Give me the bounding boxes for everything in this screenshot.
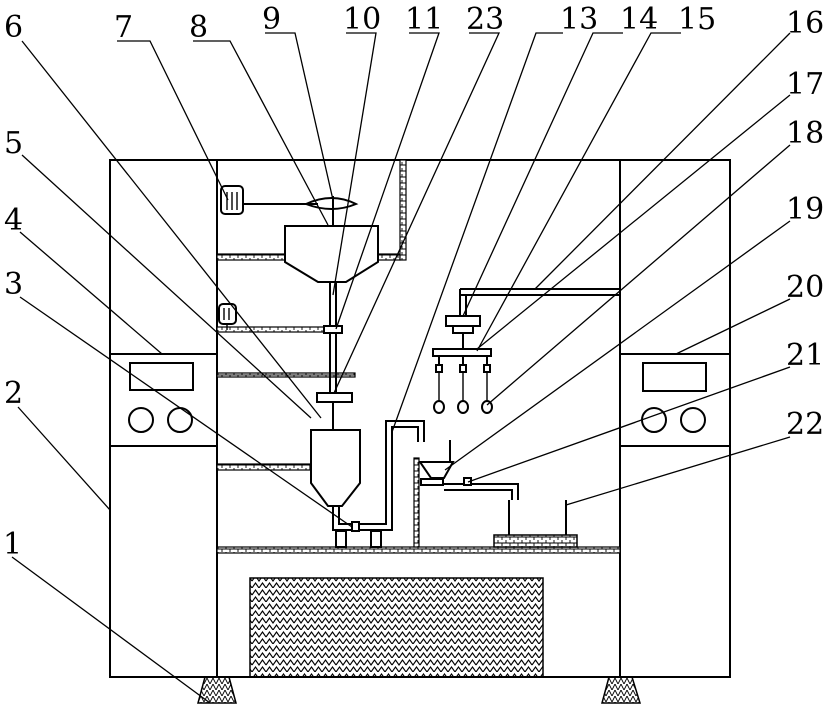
left-control-panel bbox=[129, 363, 193, 432]
label-13: 13 bbox=[560, 2, 598, 37]
valve-flange bbox=[317, 393, 352, 402]
spray-nozzles bbox=[434, 356, 492, 413]
upper-hopper bbox=[285, 226, 378, 282]
support-column bbox=[414, 458, 419, 547]
secondary-funnel bbox=[420, 462, 453, 478]
label-7: 7 bbox=[114, 10, 133, 45]
label-4: 4 bbox=[4, 203, 23, 238]
label-15: 15 bbox=[678, 2, 716, 37]
storage-block bbox=[250, 578, 543, 677]
label-6: 6 bbox=[4, 10, 23, 45]
label-1: 1 bbox=[3, 527, 22, 562]
label-5: 5 bbox=[4, 126, 23, 161]
top-motor bbox=[221, 186, 318, 214]
label-9: 9 bbox=[262, 2, 281, 37]
label-18: 18 bbox=[786, 116, 824, 151]
collection-tray bbox=[494, 500, 577, 547]
label-8: 8 bbox=[189, 10, 208, 45]
label-23: 23 bbox=[466, 2, 504, 37]
overhead-rig bbox=[433, 289, 620, 356]
label-22: 22 bbox=[786, 407, 824, 442]
support-feet bbox=[198, 677, 640, 703]
label-16: 16 bbox=[786, 6, 824, 41]
label-19: 19 bbox=[786, 192, 824, 227]
mixing-tank bbox=[311, 430, 360, 506]
label-11: 11 bbox=[405, 2, 443, 37]
label-10: 10 bbox=[343, 2, 381, 37]
label-3: 3 bbox=[4, 267, 23, 302]
label-17: 17 bbox=[786, 67, 824, 102]
right-control-panel bbox=[642, 363, 706, 432]
label-21: 21 bbox=[786, 338, 824, 373]
label-2: 2 bbox=[4, 376, 23, 411]
label-20: 20 bbox=[786, 270, 824, 305]
label-14: 14 bbox=[620, 2, 658, 37]
